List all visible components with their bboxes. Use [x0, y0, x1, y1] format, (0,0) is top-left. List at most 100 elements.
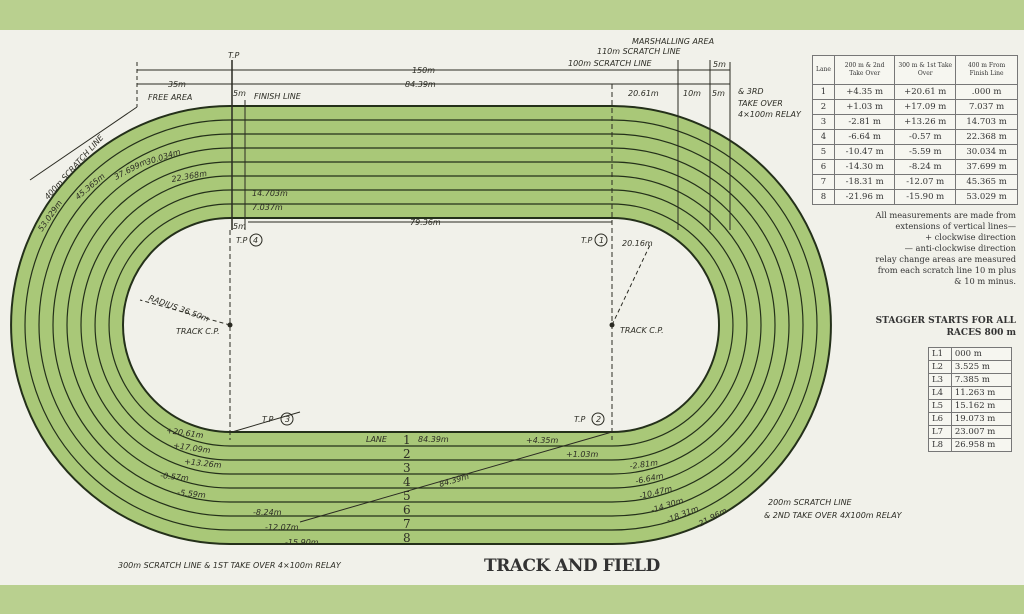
table-cell: +1.03 m	[833, 99, 896, 115]
dim-5m-right: 5m	[712, 89, 725, 98]
note-line: relay change areas are measured	[875, 254, 1016, 264]
dim-79-36m: 79.36m	[410, 218, 441, 227]
2nd-takeover-label: & 2ND TAKE OVER 4X100m RELAY	[764, 511, 903, 520]
table-cell: 4	[812, 129, 835, 145]
table-cell: L7	[928, 425, 952, 439]
stagger-title-line: RACES 800 m	[946, 328, 1016, 338]
table-cell: L3	[928, 373, 952, 387]
note-line: — anti-clockwise direction	[904, 243, 1016, 253]
table-cell: -12.07 m	[894, 174, 957, 190]
table-cell: 37.699 m	[955, 159, 1018, 175]
table-cell: 6	[812, 159, 835, 175]
table-cell: +4.35 m	[833, 84, 896, 100]
right-track-center-point	[609, 322, 615, 328]
table-cell: 45.365 m	[955, 174, 1018, 190]
tp-label: T.P	[228, 51, 239, 60]
stagger-14: 14.703m	[252, 189, 288, 198]
table-cell: 7.385 m	[950, 373, 1013, 387]
straight-stagger-2: +1.03m	[566, 450, 599, 459]
300m-scratch-label: 300m SCRATCH LINE & 1ST TAKE OVER 4×100m…	[118, 561, 342, 570]
dim-20-61m: 20.61m	[628, 89, 659, 98]
table-cell: 14.703 m	[955, 114, 1018, 130]
table-cell: L2	[928, 360, 952, 374]
lane-number: 6	[403, 503, 411, 517]
lane-stagger-table: Lane 200 m & 2nd Take Over 300 m & 1st T…	[812, 55, 1018, 205]
col-400m: 400 m From Finish Line	[955, 55, 1018, 85]
table-cell: -14.30 m	[833, 159, 896, 175]
tp4-label: T.P	[236, 236, 247, 245]
relay-4x100-label: 4×100m RELAY	[738, 110, 802, 119]
dimension-lines	[29, 60, 731, 523]
table-cell: 2	[812, 99, 835, 115]
table-cell: 000 m	[950, 347, 1013, 361]
tp2-marker	[591, 412, 605, 426]
table-row: 1+4.35 m+20.61 m.000 m	[812, 84, 1018, 100]
bend-stagger-3: +13.26m	[184, 457, 222, 470]
lane-label: LANE	[366, 435, 388, 444]
table-cell: -2.81 m	[833, 114, 896, 130]
lane-number: 8	[403, 531, 411, 545]
dim-5m-inner: 5m	[233, 222, 246, 231]
curve-stagger-3: -2.81m	[629, 458, 659, 471]
table-cell: 30.034 m	[955, 144, 1018, 160]
col-200m: 200 m & 2nd Take Over	[833, 55, 896, 85]
table-cell: 8	[812, 189, 835, 205]
table-cell: 53.029 m	[955, 189, 1018, 205]
relay-takeover-label: TAKE OVER	[738, 99, 783, 108]
tp1-marker	[594, 233, 608, 247]
table-cell: -15.90 m	[894, 189, 957, 205]
stagger-title-line: STAGGER STARTS FOR ALL	[875, 316, 1016, 326]
dim-35m: 35m	[168, 80, 186, 89]
note-line: extensions of vertical lines—	[895, 221, 1016, 231]
tp3-marker	[280, 412, 294, 426]
lane-number: 1	[403, 433, 411, 447]
lane-number: 7	[403, 517, 411, 531]
col-300m: 300 m & 1st Take Over	[894, 55, 957, 85]
left-track-cp-label: TRACK C.P.	[176, 327, 220, 336]
lane-number: 3	[403, 461, 411, 475]
dim-84-39m: 84.39m	[405, 80, 436, 89]
table-cell: -21.96 m	[833, 189, 896, 205]
table-cell: -6.64 m	[833, 129, 896, 145]
straight-stagger-1: +4.35m	[526, 436, 559, 445]
free-area-label: FREE AREA	[148, 93, 192, 102]
right-track-cp-label: TRACK C.P.	[620, 326, 664, 335]
table-header-row: Lane 200 m & 2nd Take Over 300 m & 1st T…	[812, 55, 1018, 85]
lane-length: 84.39m	[418, 435, 449, 444]
infield	[123, 218, 719, 432]
page-title: TRACK AND FIELD	[484, 556, 660, 576]
lane-number: 4	[403, 475, 411, 489]
lane-line	[52, 147, 790, 503]
bend-stagger-7: -12.07m	[265, 523, 299, 532]
table-cell: L8	[928, 438, 952, 452]
dim-5m-top: 5m	[713, 60, 726, 69]
lane-line	[10, 105, 832, 545]
lane-number: 5	[403, 489, 411, 503]
tp2-number: 2	[596, 415, 601, 424]
table-cell: +20.61 m	[894, 84, 957, 100]
dim-150m: 150m	[412, 66, 435, 75]
table-cell: -8.24 m	[894, 159, 957, 175]
dim-10m: 10m	[683, 89, 701, 98]
table-cell: 3.525 m	[950, 360, 1013, 374]
table-cell: +13.26 m	[894, 114, 957, 130]
table-cell: 22.368 m	[955, 129, 1018, 145]
table-cell: L6	[928, 412, 952, 426]
lane-number: 2	[403, 447, 411, 461]
table-cell: 3	[812, 114, 835, 130]
stagger-title: STAGGER STARTS FOR ALL RACES 800 m	[840, 315, 1016, 339]
tp4-marker	[249, 233, 263, 247]
lane-line	[80, 175, 762, 475]
bend-stagger-4: -0.57m	[160, 471, 189, 483]
table-cell: 1	[812, 84, 835, 100]
table-cell: 26.958 m	[950, 438, 1013, 452]
